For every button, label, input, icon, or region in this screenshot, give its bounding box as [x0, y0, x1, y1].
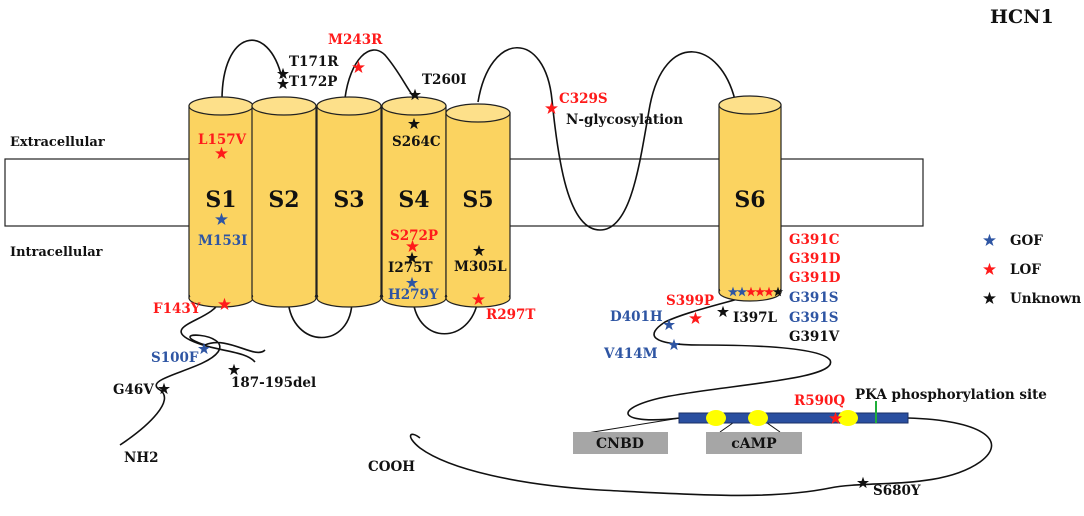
mutation-d401h: D401H — [610, 309, 663, 325]
camp-label: cAMP — [731, 436, 777, 452]
unknown-star — [716, 305, 730, 318]
mutation-g391d: G391D — [789, 251, 841, 267]
mutation-g391s: G391S — [789, 290, 838, 306]
mutation-r297t: R297T — [486, 307, 535, 323]
legend-lof-label: LOF — [1010, 262, 1041, 278]
segment-label-s3: S3 — [333, 187, 364, 213]
mutation-m243r: M243R — [328, 32, 383, 48]
mutation-h279y: H279Y — [388, 287, 439, 303]
mutation-g391s: G391S — [789, 310, 838, 326]
mutation-s100f: S100F — [151, 350, 199, 366]
helix-s2: S2 — [251, 96, 317, 308]
mutation-f143y: F143Y — [153, 301, 201, 317]
helix-s1: S1 — [188, 96, 254, 308]
c-terminus-label: COOH — [368, 459, 415, 475]
legend-unknown-star — [983, 291, 996, 304]
intracellular-label: Intracellular — [10, 245, 103, 260]
helix-s4: S4 — [381, 96, 447, 308]
gof-star — [662, 318, 676, 331]
cnbd-box — [573, 432, 668, 454]
camp-binding-mark — [838, 410, 858, 426]
helix-s3: S3 — [316, 96, 382, 308]
mutation-labels: L157V M153I T171R T172P M243R T260I S264… — [113, 32, 1047, 499]
mutation-g46v: G46V — [113, 382, 154, 398]
legend-lof-star — [983, 262, 996, 275]
mutation-c329s: C329S — [559, 91, 608, 107]
camp-binding-mark — [706, 410, 726, 426]
lof-star — [689, 311, 702, 324]
mutation-t171r: T171R — [289, 54, 339, 70]
segment-label-s1: S1 — [205, 187, 236, 213]
segment-label-s5: S5 — [462, 187, 493, 213]
lof-star — [545, 101, 558, 114]
legend-gof-star — [983, 233, 996, 246]
mutation-v414m: V414M — [603, 346, 658, 362]
mutation-g391c: G391C — [789, 232, 840, 248]
helix-s6: S6 — [718, 95, 782, 302]
mutation-s272p: S272P — [390, 228, 438, 244]
segment-label-s2: S2 — [268, 187, 299, 213]
legend-gof-label: GOF — [1010, 233, 1043, 249]
unknown-star — [157, 382, 171, 395]
legend-unknown-label: Unknown — [1010, 291, 1081, 307]
mutation-g391v: G391V — [789, 329, 840, 345]
mutation-t260i: T260I — [422, 72, 467, 88]
mutation-187-195del: 187-195del — [231, 375, 316, 391]
extracellular-label: Extracellular — [10, 135, 105, 150]
mutation-l157v: L157V — [198, 132, 247, 148]
mutation-m153i: M153I — [198, 233, 247, 249]
mutation-m305l: M305L — [454, 259, 507, 275]
camp-box — [706, 432, 802, 454]
diagram-title: HCN1 — [990, 6, 1054, 28]
segment-label-s6: S6 — [734, 187, 765, 213]
mutation-t172p: T172P — [289, 74, 337, 90]
mutation-r590q: R590Q — [794, 393, 845, 409]
pka-phosphorylation-label: PKA phosphorylation site — [855, 387, 1047, 403]
camp-binding-mark — [748, 410, 768, 426]
cnbd-label: CNBD — [596, 436, 644, 452]
mutation-s680y: S680Y — [873, 483, 921, 499]
mutation-i275t: I275T — [388, 260, 433, 276]
mutation-s399p: S399P — [666, 293, 714, 309]
transmembrane-helices: S1 S2 S3 S4 S5 — [188, 95, 782, 308]
n-terminus-label: NH2 — [124, 450, 159, 466]
unknown-star — [856, 476, 870, 489]
mutation-g391d: G391D — [789, 270, 841, 286]
polypeptide-chain — [119, 39, 993, 497]
mutation-s264c: S264C — [392, 134, 441, 150]
unknown-star — [276, 77, 290, 90]
legend: GOF LOF Unknown — [983, 233, 1081, 307]
mutation-i397l: I397L — [733, 310, 777, 326]
segment-label-s4: S4 — [398, 187, 429, 213]
cnbd-region: CNBD cAMP — [573, 401, 909, 454]
n-glycosylation-label: N-glycosylation — [566, 112, 683, 128]
unknown-star — [227, 363, 241, 376]
c-terminal-domain-bar — [678, 412, 909, 424]
helix-s5: S5 — [445, 103, 511, 308]
